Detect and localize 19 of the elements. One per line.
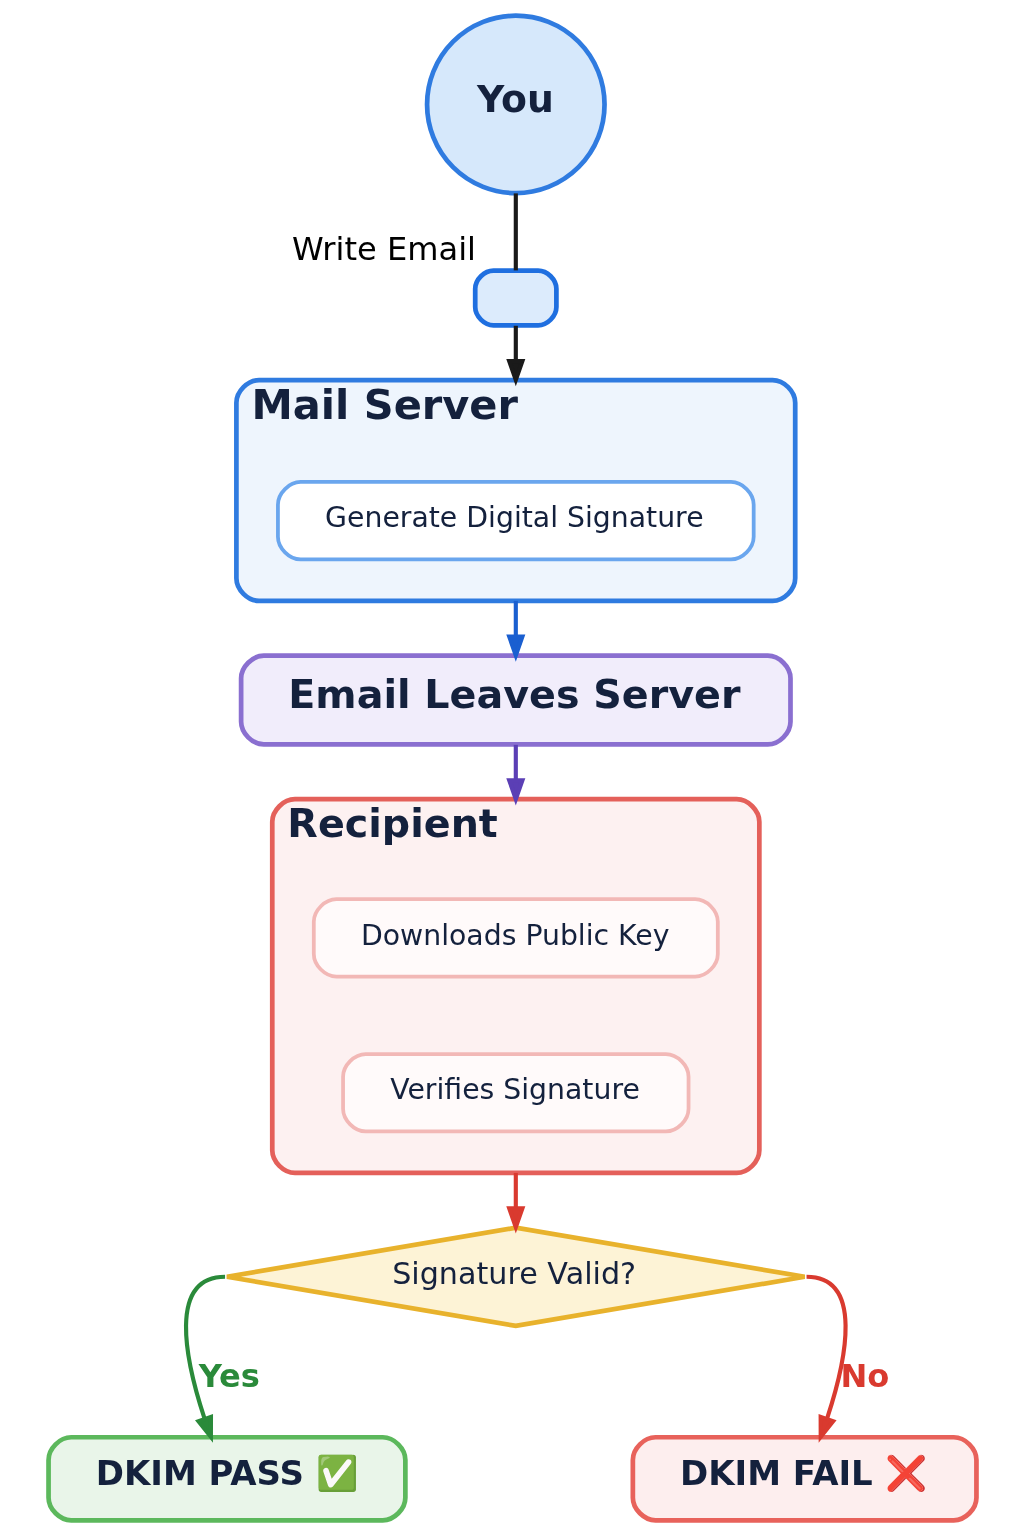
arrow: [183, 1274, 225, 1443]
arrow: [805, 1274, 848, 1443]
node-box: [472, 268, 559, 328]
node-box: DKIM PASS ✅: [45, 1434, 408, 1523]
arrow: [505, 600, 525, 662]
node-box: DKIM FAIL ❌: [630, 1434, 979, 1523]
arrow: [505, 325, 525, 387]
node-circle: You: [424, 13, 607, 196]
node-diamond: Signature Valid?: [224, 1225, 807, 1329]
connector: [513, 193, 518, 271]
node-label: Write Email: [291, 230, 476, 269]
arrow: [505, 1172, 525, 1234]
edge-label: No: [840, 1357, 889, 1396]
edge-label: Yes: [198, 1357, 260, 1396]
node-box: Email Leaves Server: [238, 653, 793, 747]
arrow: [505, 744, 525, 806]
node-box: Downloads Public Key: [311, 897, 720, 979]
node-box: Generate Digital Signature: [275, 480, 756, 562]
node-box: Verifies Signature: [340, 1052, 690, 1134]
